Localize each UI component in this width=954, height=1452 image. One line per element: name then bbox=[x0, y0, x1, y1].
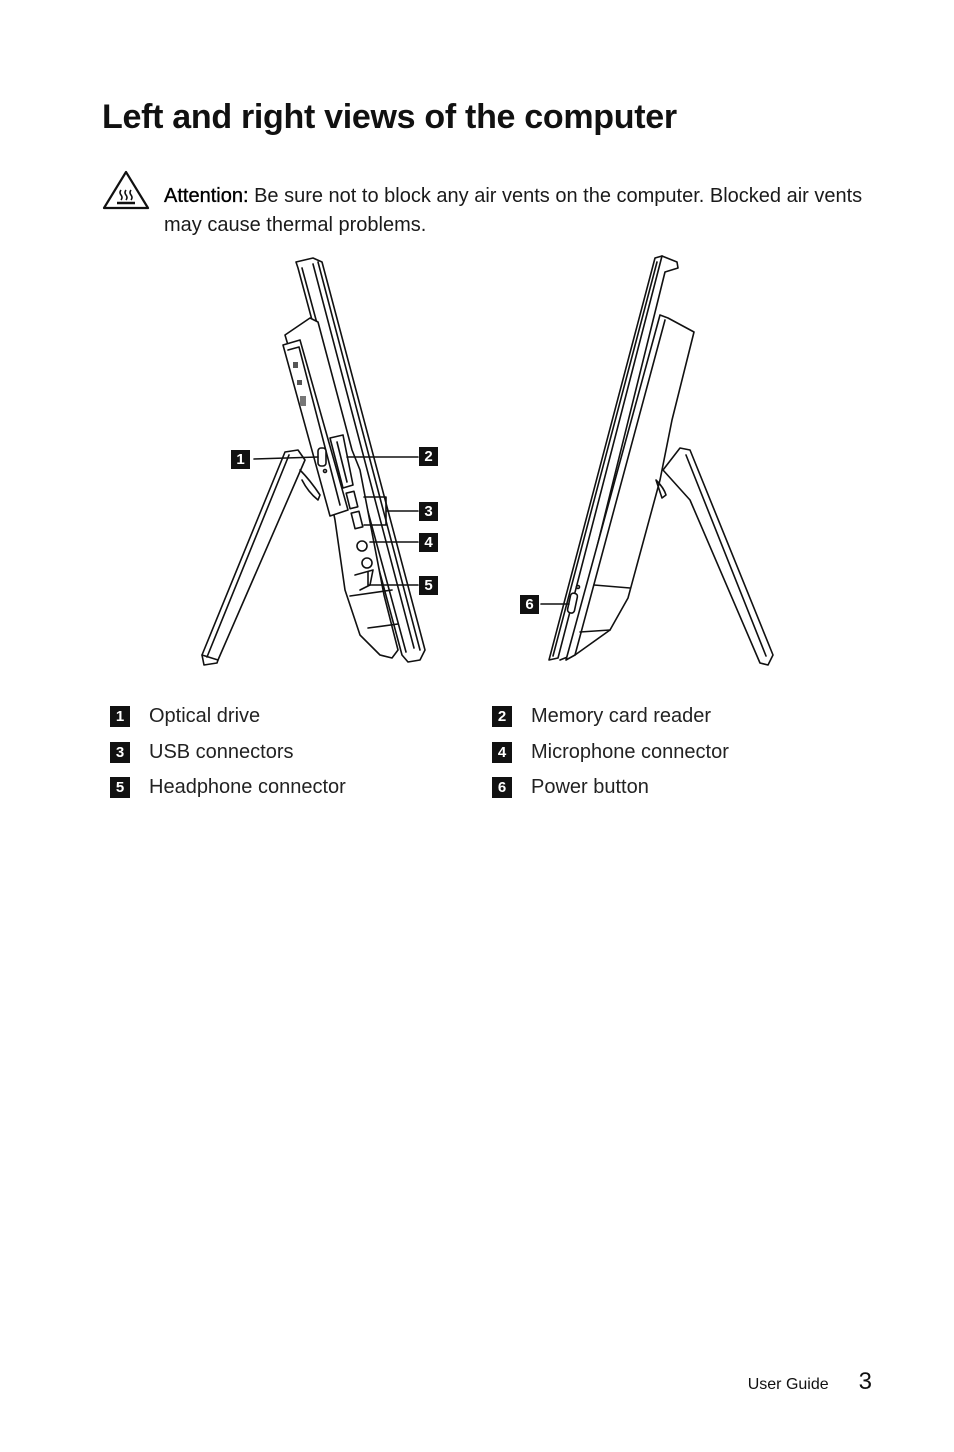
attention-body: Be sure not to block any air vents on th… bbox=[164, 185, 863, 236]
legend-label: Memory card reader bbox=[531, 704, 712, 727]
legend-label: USB connectors bbox=[149, 740, 294, 763]
legend-item: 3 USB connectors bbox=[110, 740, 294, 764]
attention-text: Attention: Be sure not to block any air … bbox=[164, 182, 864, 240]
legend-number: 2 bbox=[492, 705, 512, 727]
attention-label: Attention: bbox=[164, 185, 249, 207]
footer-guide-label: User Guide bbox=[747, 1376, 829, 1393]
hot-surface-warning-icon bbox=[102, 170, 150, 210]
legend-label: Optical drive bbox=[149, 704, 261, 727]
callout-1-optical-drive: 1 bbox=[231, 450, 250, 469]
legend-number: 3 bbox=[110, 741, 130, 763]
page-title: Left and right views of the computer bbox=[102, 98, 677, 136]
callout-3-usb-connectors: 3 bbox=[419, 502, 438, 521]
legend-number: 4 bbox=[492, 741, 512, 763]
legend-item: 4 Microphone connector bbox=[492, 740, 729, 764]
legend-item: 5 Headphone connector bbox=[110, 775, 346, 799]
callout-6-power-button: 6 bbox=[520, 595, 539, 614]
page-number: 3 bbox=[858, 1368, 872, 1395]
legend-label: Headphone connector bbox=[149, 775, 346, 798]
callout-4-microphone-connector: 4 bbox=[419, 533, 438, 552]
legend-number: 6 bbox=[492, 776, 512, 798]
legend-label: Microphone connector bbox=[531, 740, 729, 763]
callout-2-memory-card-reader: 2 bbox=[419, 447, 438, 466]
legend-label: Power button bbox=[531, 775, 649, 798]
legend-item: 6 Power button bbox=[492, 775, 649, 799]
callout-5-headphone-connector: 5 bbox=[419, 576, 438, 595]
legend-number: 1 bbox=[110, 705, 130, 727]
legend-number: 5 bbox=[110, 776, 130, 798]
computer-side-views-illustration bbox=[201, 255, 774, 666]
legend-item: 2 Memory card reader bbox=[492, 704, 711, 728]
page-footer: User Guide 3 bbox=[748, 1368, 872, 1396]
legend-item: 1 Optical drive bbox=[110, 704, 260, 728]
computer-side-views-figure: 1 2 3 4 5 6 bbox=[0, 250, 954, 670]
